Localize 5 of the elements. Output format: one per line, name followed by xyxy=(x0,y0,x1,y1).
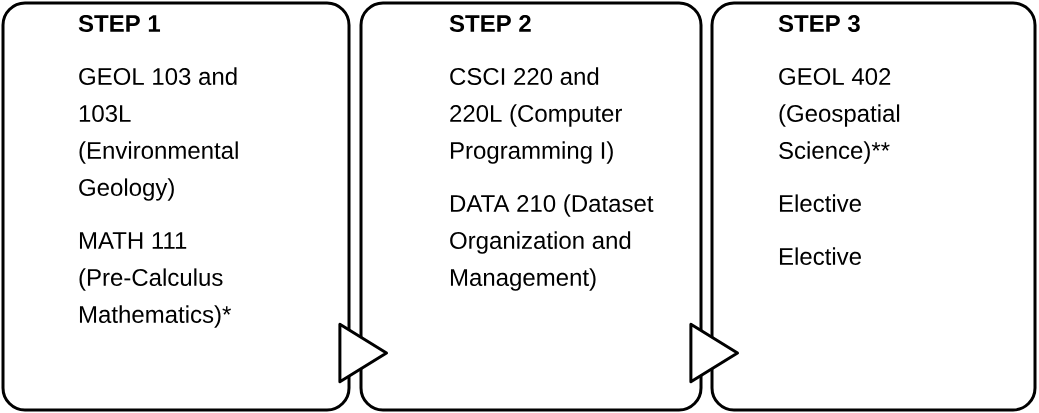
step-box: STEP 2 CSCI 220 and 220L (Computer Programming I) DATA 210 (Dataset Organization and Management) xyxy=(359,1,703,412)
arrow xyxy=(689,322,739,384)
step-box: STEP 1 GEOL 103 and 103L (Environmental Geology) MATH 111 (Pre-Calculus Mathematics)* xyxy=(1,1,351,412)
arrow xyxy=(338,322,388,384)
step-box: STEP 3 GEOL 402 (Geospatial Science)** Elective Elective xyxy=(710,1,1037,412)
